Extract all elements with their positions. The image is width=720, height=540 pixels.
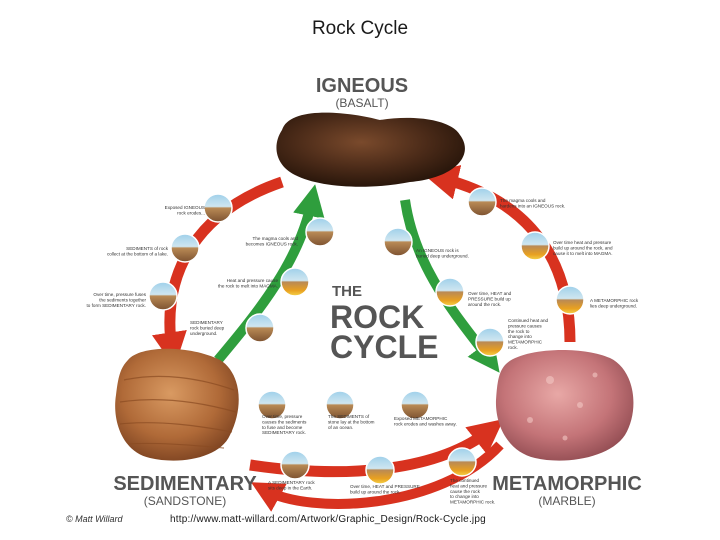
- metamorphic-sub: (MARBLE): [538, 494, 595, 508]
- center-title-cycle: CYCLE: [330, 329, 438, 365]
- source-url: http://www.matt-willard.com/Artwork/Grap…: [170, 514, 486, 525]
- slide-title: Rock Cycle: [0, 18, 720, 40]
- igneous-label: IGNEOUS: [316, 75, 408, 97]
- igneous-sub: (BASALT): [335, 96, 388, 110]
- marble-rock: [496, 350, 633, 461]
- sedimentary-label: SEDIMENTARY: [113, 473, 257, 495]
- center-title-the: THE: [332, 283, 362, 300]
- basalt-rock: [276, 113, 464, 187]
- rock-cycle-diagram: IGNEOUS (BASALT) SEDIMENTARY (SANDSTONE)…: [50, 60, 665, 530]
- artist-credit: © Matt Willard: [66, 514, 124, 524]
- sedimentary-sub: (SANDSTONE): [144, 494, 226, 508]
- metamorphic-label: METAMORPHIC: [492, 473, 642, 495]
